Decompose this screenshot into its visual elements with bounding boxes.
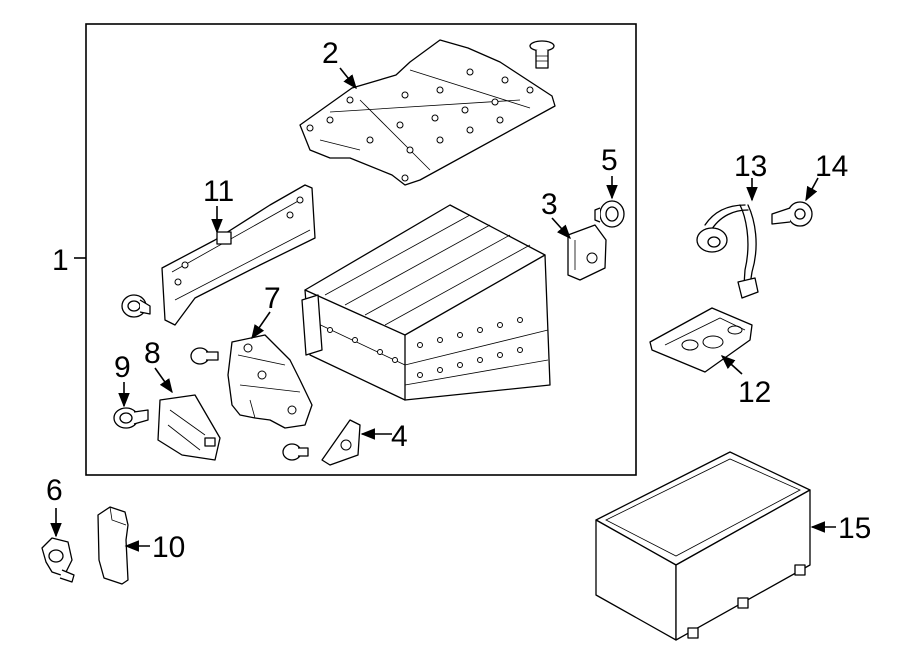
bolt-7a[interactable]: [190, 347, 219, 365]
callout-3: 3: [541, 188, 558, 221]
callout-15: 15: [838, 512, 871, 545]
part-14-bolt[interactable]: [771, 201, 813, 227]
callout-14: 14: [815, 150, 848, 183]
callout-13: 13: [734, 150, 767, 183]
callout-8: 8: [144, 337, 161, 370]
part-7-junction-block[interactable]: [227, 334, 313, 429]
part-12-plate[interactable]: [649, 307, 753, 373]
part-2-cover-plate[interactable]: [299, 39, 556, 186]
callout-4: 4: [391, 420, 408, 453]
leader-lines: [50, 67, 836, 552]
callout-5: 5: [601, 144, 618, 177]
part-8-sensor-module[interactable]: [157, 394, 221, 461]
callout-6: 6: [46, 474, 63, 507]
part-4-bracket[interactable]: [321, 419, 361, 466]
bolt-left[interactable]: [121, 294, 151, 318]
callout-2: 2: [322, 37, 339, 70]
part-10-cover[interactable]: [97, 506, 129, 585]
part-5-bolt[interactable]: [594, 200, 625, 228]
part-6-clip[interactable]: [41, 537, 75, 583]
battery-module-stack[interactable]: [301, 204, 551, 401]
cover-bolt[interactable]: [529, 40, 555, 69]
part-3-bracket[interactable]: [567, 224, 607, 281]
part-11-side-bracket[interactable]: [161, 184, 316, 326]
callout-9: 9: [114, 351, 131, 384]
bolt-7b[interactable]: [282, 443, 309, 461]
callout-11: 11: [203, 175, 234, 208]
part-9-bolt[interactable]: [113, 407, 149, 429]
assembly-frame: [85, 23, 637, 476]
part-13-cable[interactable]: [696, 204, 759, 299]
part-15-box[interactable]: [595, 451, 811, 641]
callout-7: 7: [264, 282, 281, 315]
callout-10: 10: [152, 531, 185, 564]
callout-12: 12: [738, 376, 771, 409]
callout-1: 1: [52, 244, 69, 277]
